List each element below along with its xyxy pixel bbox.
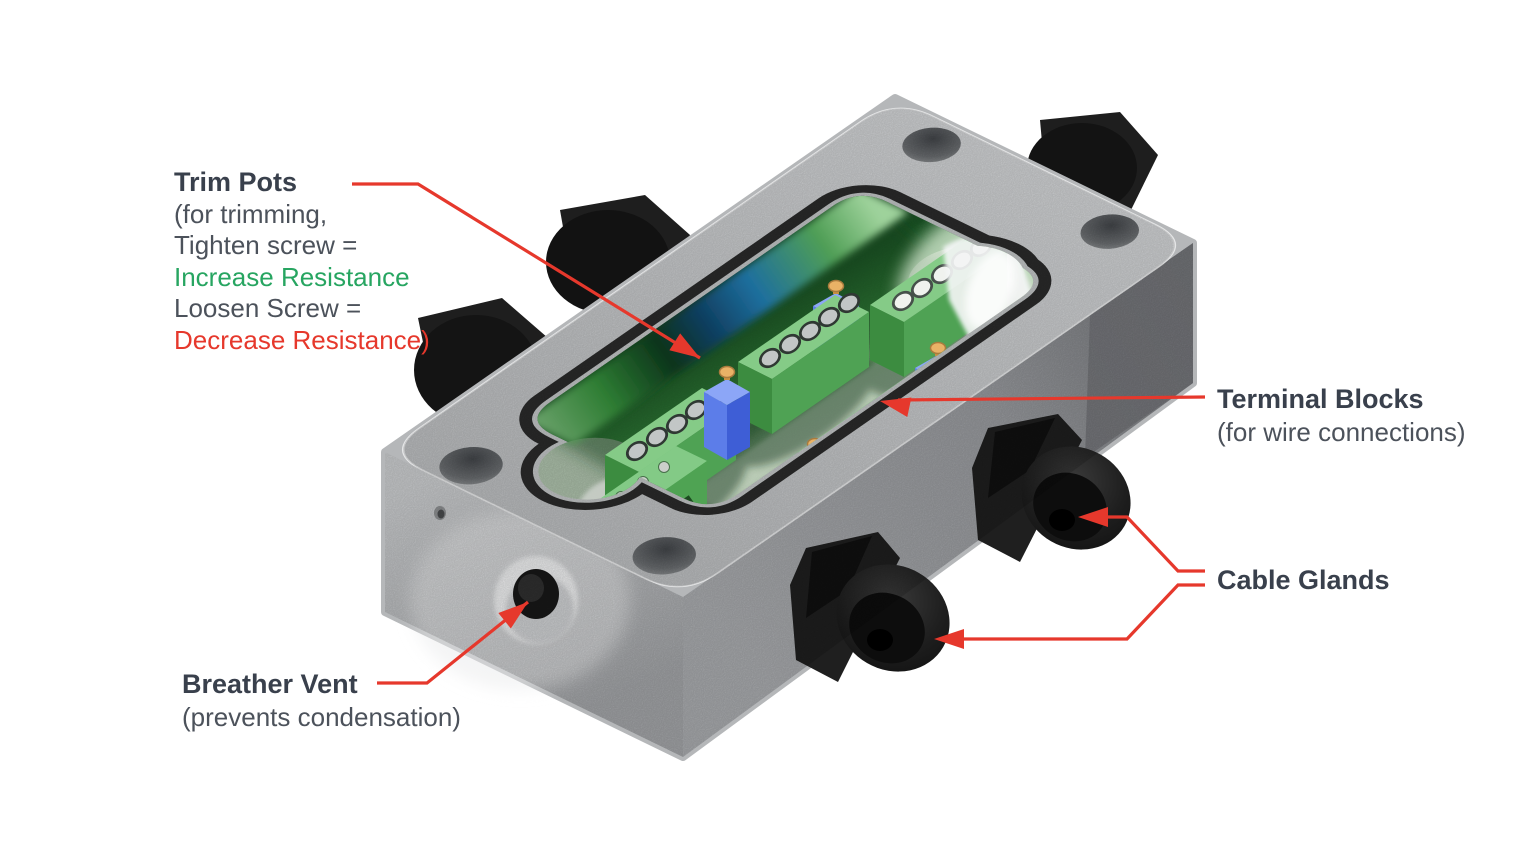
trim-pot bbox=[704, 365, 750, 460]
arrowhead-cable-gland-upper bbox=[1078, 507, 1108, 527]
terminal-blocks-subtitle: (for wire connections) bbox=[1217, 417, 1466, 447]
terminal-screws bbox=[758, 292, 861, 369]
metal-grain bbox=[385, 98, 1193, 757]
label-terminal-blocks: Terminal Blocks (for wire connections) bbox=[1217, 383, 1466, 449]
arrowhead-trim-pots bbox=[669, 333, 700, 358]
arrowhead-terminal-blocks bbox=[880, 397, 912, 418]
trim-pots-title: Trim Pots bbox=[174, 167, 298, 197]
label-cable-glands: Cable Glands bbox=[1217, 564, 1390, 597]
breather-vent-subtitle: (prevents condensation) bbox=[182, 702, 461, 732]
annotation-arrowheads bbox=[498, 333, 1108, 649]
arrowhead-breather-vent bbox=[498, 602, 528, 629]
leader-breather-vent bbox=[377, 600, 530, 685]
breather-vent-title: Breather Vent bbox=[182, 669, 358, 699]
leader-terminal-blocks bbox=[897, 395, 1206, 402]
terminal-block-back-2 bbox=[738, 292, 869, 434]
trim-pots-line: (for trimming, bbox=[174, 198, 328, 229]
annotation-leaders bbox=[352, 182, 1206, 685]
trim-pots-line: Loosen Screw = bbox=[174, 293, 362, 323]
terminal-blocks-title: Terminal Blocks bbox=[1217, 384, 1424, 414]
interior-wall-reflection bbox=[524, 188, 909, 445]
leader-trim-pots bbox=[352, 182, 701, 360]
trim-pots-increase: Increase Resistance bbox=[174, 261, 410, 292]
cable-glands-title: Cable Glands bbox=[1217, 565, 1390, 595]
trim-pots-decrease: Decrease Resistance) bbox=[174, 324, 430, 355]
label-trim-pots: Trim Pots (for trimming, Tighten screw =… bbox=[174, 167, 430, 356]
label-breather-vent: Breather Vent (prevents condensation) bbox=[182, 668, 461, 734]
leader-cable-glands-upper bbox=[1094, 515, 1205, 573]
leader-cable-glands-lower bbox=[950, 583, 1205, 641]
trim-pots-line: Tighten screw = bbox=[174, 230, 358, 260]
arrowhead-cable-gland-lower bbox=[934, 629, 964, 649]
